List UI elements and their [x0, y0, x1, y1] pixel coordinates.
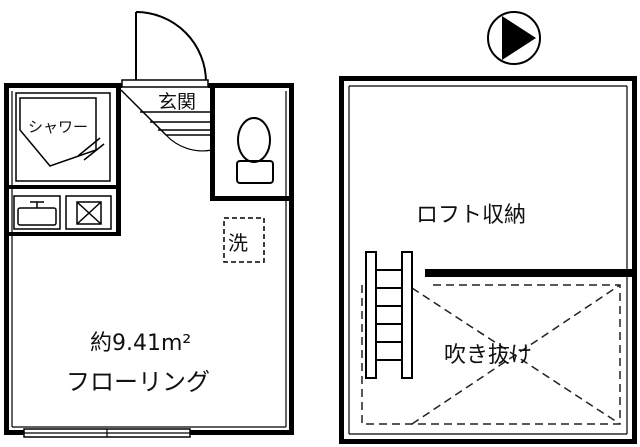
shower-label: シャワー [28, 118, 88, 136]
entrance-door [121, 11, 209, 88]
loft-walls [339, 76, 637, 444]
washer-label: 洗 [228, 231, 248, 255]
main-room-type: フローリング [66, 368, 210, 396]
shower-unit [15, 92, 111, 182]
bottom-windows [23, 428, 191, 438]
ladder-icon [365, 251, 413, 379]
compass-icon [487, 11, 541, 65]
open-ceiling-label: 吹き抜け [444, 343, 532, 368]
main-room-area: 約9.41m² [90, 331, 191, 356]
left-unit-inner-lines [11, 91, 287, 428]
sink-icon [13, 195, 61, 230]
washer-space [223, 217, 265, 263]
open-ceiling-area [361, 284, 621, 425]
entrance-label: 玄関 [158, 91, 196, 113]
loft-storage-label: ロフト収納 [416, 203, 526, 228]
stove-icon [65, 195, 112, 230]
loft-inner-lines [348, 85, 628, 435]
interior-door-swing [165, 134, 213, 152]
toilet-icon [236, 117, 274, 184]
